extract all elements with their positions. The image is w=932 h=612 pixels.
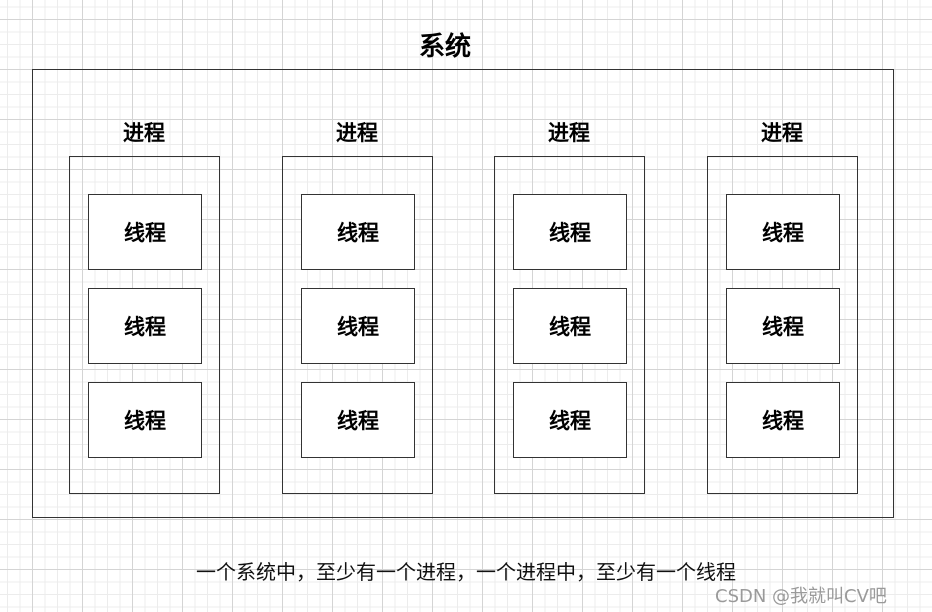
process-box: 线程线程线程	[707, 156, 858, 494]
thread-box: 线程	[88, 382, 202, 458]
thread-box: 线程	[726, 194, 840, 270]
process-label: 进程	[548, 121, 590, 145]
process-label: 进程	[123, 121, 165, 145]
process-box: 线程线程线程	[282, 156, 433, 494]
thread-box: 线程	[513, 288, 627, 364]
system-title: 系统	[418, 32, 471, 62]
system-box	[32, 69, 894, 518]
thread-box: 线程	[301, 288, 415, 364]
process-label: 进程	[336, 121, 378, 145]
thread-box: 线程	[88, 288, 202, 364]
watermark: CSDN @我就叫CV吧	[715, 586, 887, 607]
thread-box: 线程	[513, 382, 627, 458]
thread-box: 线程	[301, 382, 415, 458]
caption: 一个系统中，至少有一个进程，一个进程中，至少有一个线程	[196, 560, 736, 584]
process-box: 线程线程线程	[69, 156, 220, 494]
process-box: 线程线程线程	[494, 156, 645, 494]
thread-box: 线程	[88, 194, 202, 270]
thread-box: 线程	[726, 288, 840, 364]
thread-box: 线程	[513, 194, 627, 270]
thread-box: 线程	[726, 382, 840, 458]
process-label: 进程	[761, 121, 803, 145]
thread-box: 线程	[301, 194, 415, 270]
